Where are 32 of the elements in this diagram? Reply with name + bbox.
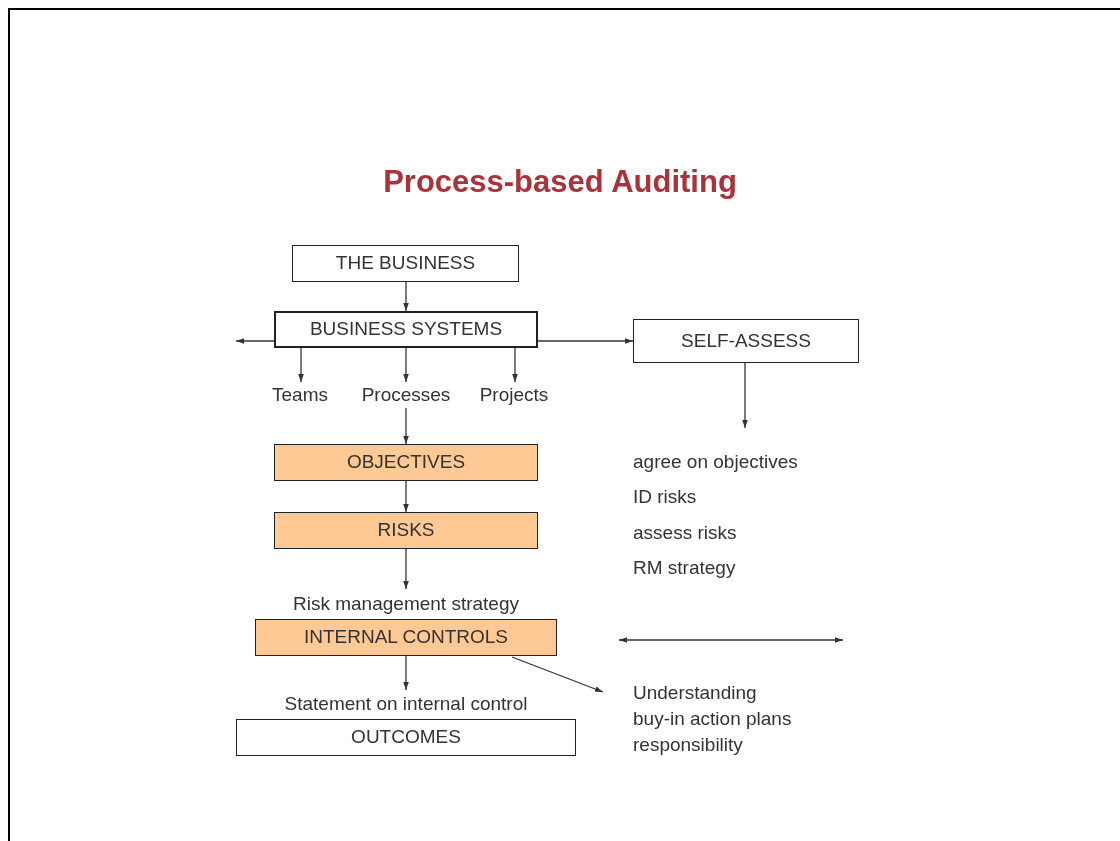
node-text: Teams: [272, 384, 328, 406]
process-box: BUSINESS SYSTEMS: [274, 311, 538, 348]
highlighted-box: OBJECTIVES: [274, 444, 538, 481]
node-text: Projects: [479, 384, 549, 406]
node-text: Statement on internal control: [284, 694, 528, 715]
arrow: [403, 347, 409, 383]
arrow: [403, 407, 409, 445]
title: Process-based Auditing: [382, 164, 738, 200]
process-box: SELF-ASSESS: [633, 319, 859, 363]
list-item-text: ID risks: [633, 487, 698, 509]
list-item-text: assess risks: [633, 522, 738, 544]
process-box: OUTCOMES: [236, 719, 576, 756]
list-item-text: RM strategy: [633, 558, 737, 580]
arrow: [403, 548, 409, 590]
node-text: Risk management strategy: [293, 593, 519, 615]
arrow: [403, 480, 409, 513]
highlighted-box: RISKS: [274, 512, 538, 549]
arrow: [235, 338, 275, 344]
arrow: [403, 281, 409, 312]
arrow: [742, 362, 748, 429]
node-text: Processes: [361, 384, 451, 406]
list-item-text: responsibility: [633, 734, 744, 756]
arrow: [537, 338, 634, 344]
process-box: THE BUSINESS: [292, 245, 519, 282]
arrow: [511, 656, 604, 693]
highlighted-box: INTERNAL CONTROLS: [255, 619, 557, 656]
list-item-text: Understanding: [633, 683, 758, 704]
arrow: [403, 655, 409, 691]
arrow: [298, 347, 304, 383]
list-item-text: agree on objectives: [633, 452, 799, 473]
arrow: [512, 347, 518, 383]
list-item-text: buy-in action plans: [633, 708, 793, 730]
